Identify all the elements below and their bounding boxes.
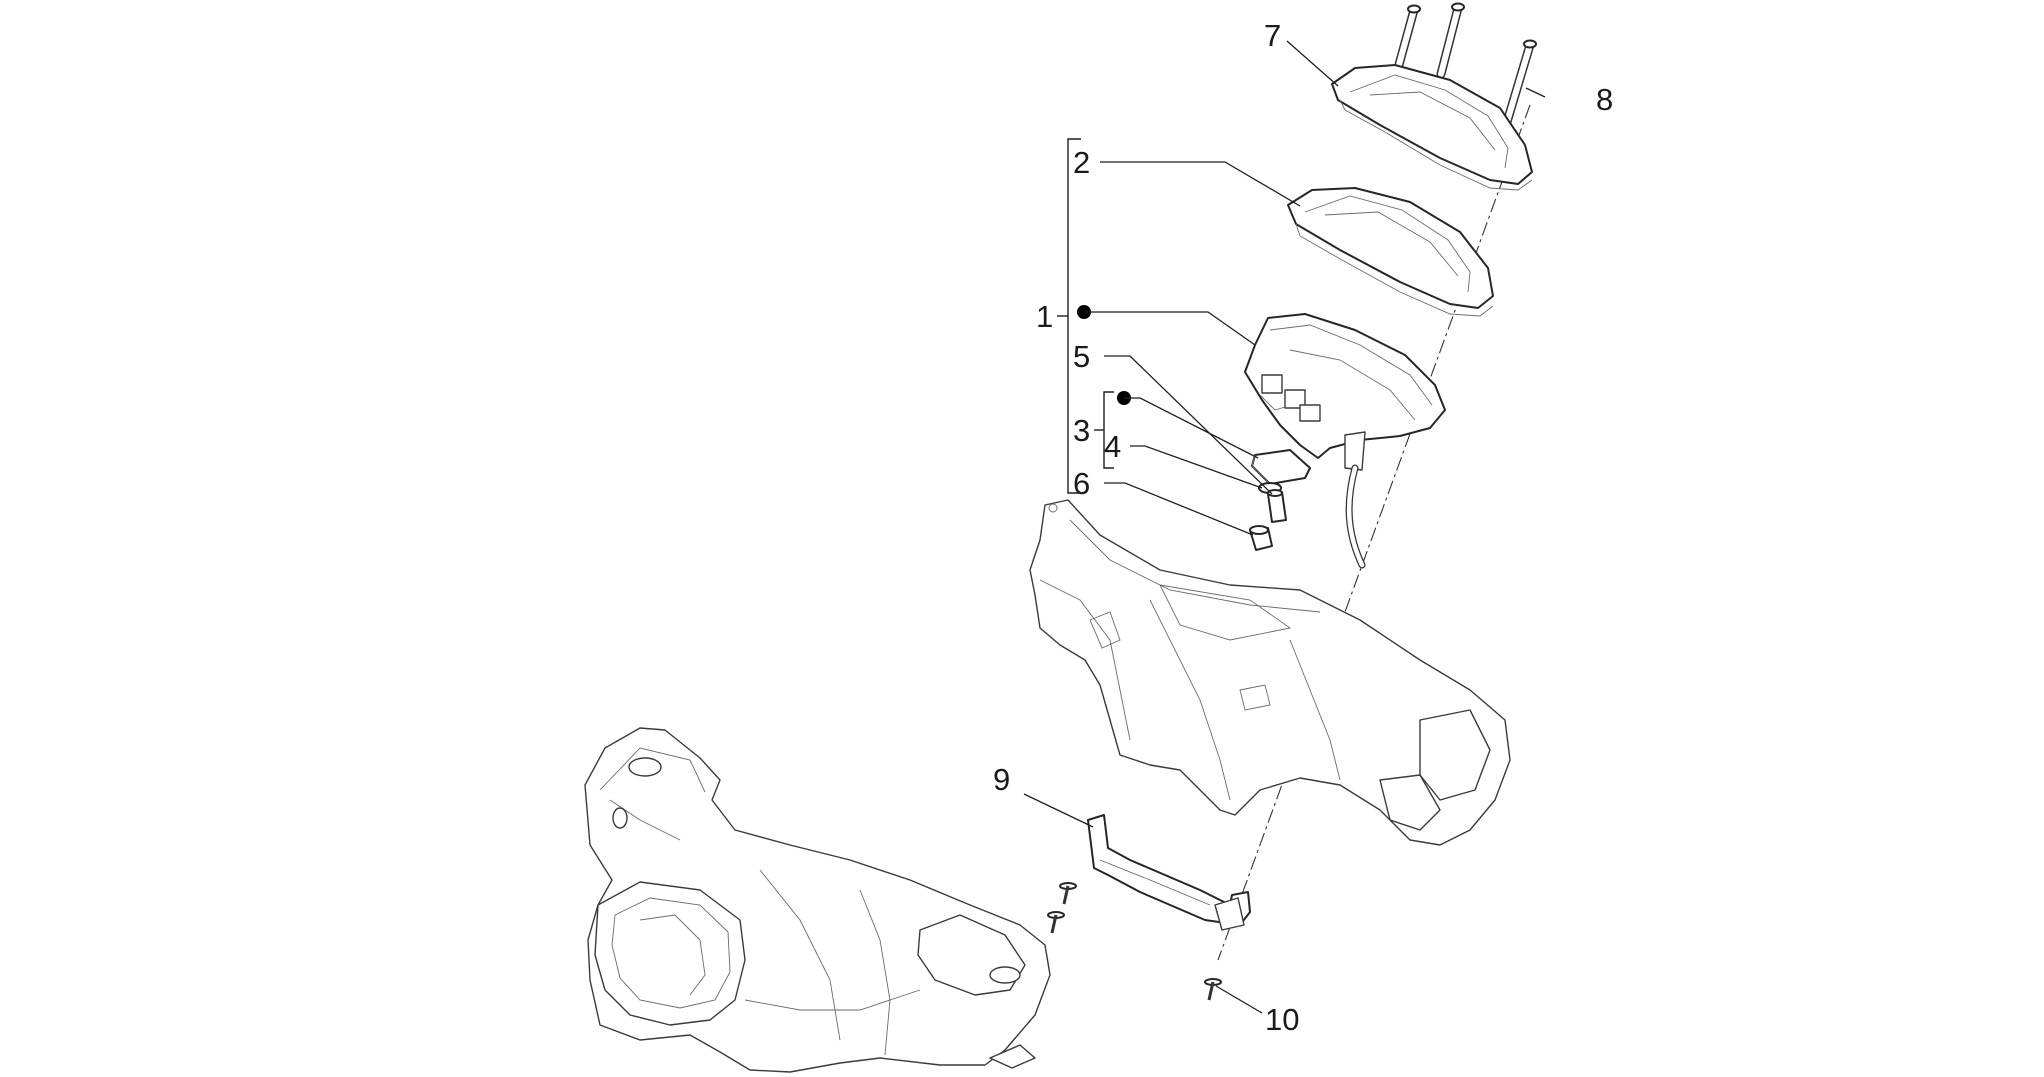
part-instrument-lens: [1287, 187, 1494, 317]
leader-lines: [1023, 40, 1546, 1014]
part-screws-small: [1047, 882, 1222, 1001]
part-sleeve: [1267, 489, 1287, 523]
part-bulb-holder: [1251, 449, 1311, 485]
part-grommet: [1249, 525, 1273, 551]
callout-4: 4: [1104, 429, 1121, 464]
callout-9: 9: [993, 762, 1010, 797]
callout-6: 6: [1073, 466, 1090, 501]
assembly-axis-line: [1217, 104, 1531, 961]
callout-8: 8: [1596, 82, 1613, 117]
callout-2: 2: [1073, 145, 1090, 180]
part-front-handlebar-cover: [584, 727, 1051, 1073]
part-screws-long: [1392, 2, 1537, 127]
part-rear-handlebar-cover: [1029, 499, 1511, 846]
part-bracket: [1087, 814, 1251, 931]
callout-5: 5: [1073, 339, 1090, 374]
callout-7: 7: [1264, 18, 1281, 53]
callout-10: 10: [1265, 1002, 1299, 1037]
callout-labels: 7 8 2 1 5 3 4 6 9 10: [993, 18, 1613, 1037]
part-instrument-top-cover: [1331, 64, 1533, 191]
callout-3: 3: [1073, 413, 1090, 448]
part-instrument-cluster: [1244, 313, 1446, 569]
callout-1: 1: [1036, 299, 1053, 334]
